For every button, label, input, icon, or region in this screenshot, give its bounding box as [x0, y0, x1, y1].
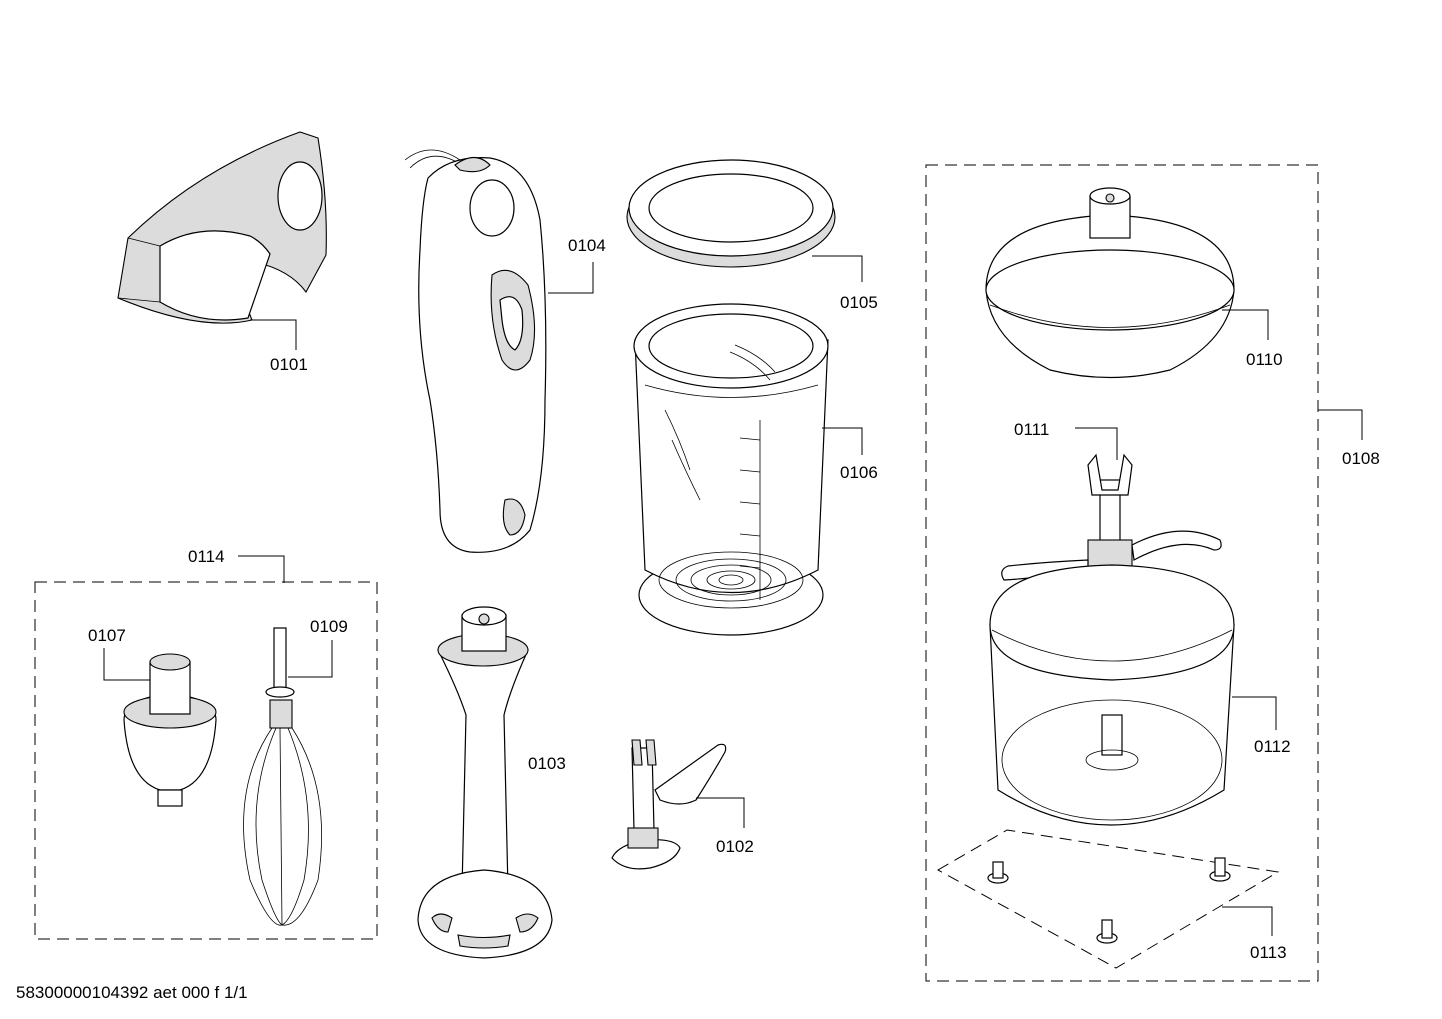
label-0103: 0103: [528, 754, 566, 773]
part-0104-motor-handle: [404, 149, 547, 553]
label-0112: 0112: [1254, 737, 1291, 756]
part-0107-gear-box: [123, 653, 217, 807]
label-0110: 0110: [1246, 350, 1283, 369]
part-0102-blade-insert: [611, 739, 727, 870]
group-0114-whisk-attachment: [34, 581, 378, 940]
label-0106: 0106: [840, 463, 878, 482]
part-0109-whisk: [243, 627, 322, 926]
label-0104: 0104: [568, 236, 606, 255]
document-code-footer: 58300000104392 aet 000 f 1/1: [16, 983, 248, 1002]
label-0111: 0111: [1014, 420, 1049, 439]
part-0101-wall-holder: [117, 131, 327, 324]
part-0110-chopper-lid: [985, 187, 1235, 379]
part-0112-chopper-bowl: [989, 564, 1235, 826]
label-0105: 0105: [840, 293, 878, 312]
part-0105-beaker-lid: [626, 159, 836, 268]
group-0108-chopper-attachment: [925, 164, 1319, 982]
part-0113-anti-slip-base: [936, 829, 1280, 969]
part-0106-measuring-beaker: [633, 303, 829, 636]
label-0101: 0101: [270, 355, 308, 374]
label-0113: 0113: [1250, 943, 1287, 962]
label-0102: 0102: [716, 837, 754, 856]
label-0107: 0107: [88, 626, 126, 645]
label-0114: 0114: [188, 547, 225, 566]
label-0108: 0108: [1342, 449, 1380, 468]
part-0111-chopper-blade: [1001, 453, 1222, 581]
label-0109: 0109: [310, 617, 348, 636]
part-0103-blending-shaft: [417, 606, 553, 959]
leader-lines: [103, 255, 1363, 936]
